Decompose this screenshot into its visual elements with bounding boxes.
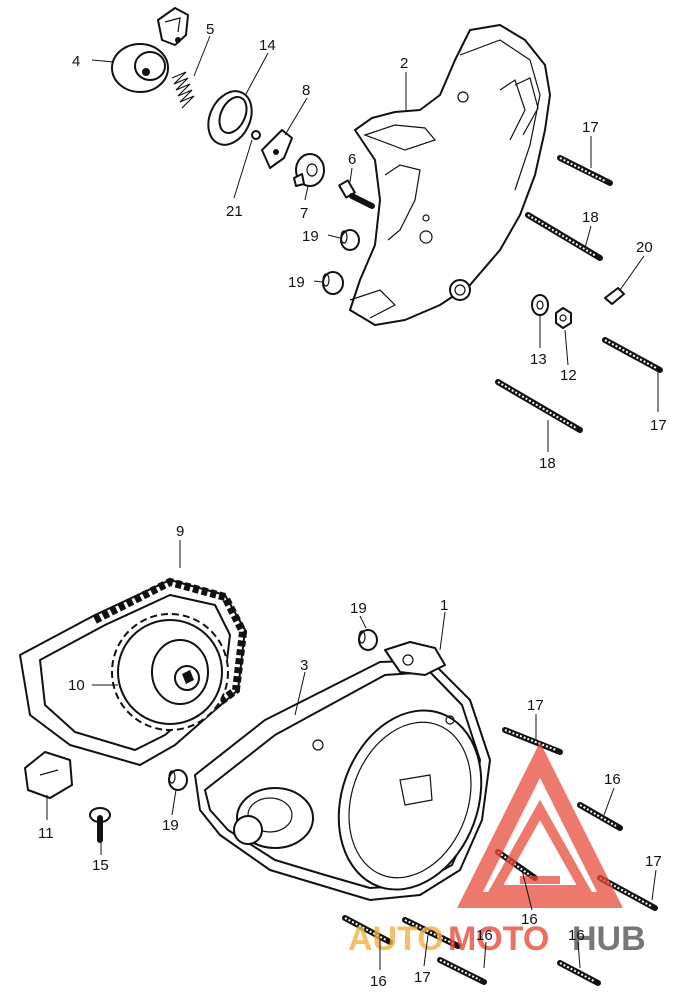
part-2-cover bbox=[349, 24, 551, 326]
label-part-16-b: 16 bbox=[521, 911, 538, 928]
part-14-seal bbox=[207, 90, 253, 146]
label-part-5: 5 bbox=[206, 21, 214, 38]
label-part-13: 13 bbox=[530, 351, 547, 368]
watermark-moto: MOTO bbox=[448, 920, 549, 958]
part-16-bolt-bottom-d bbox=[437, 957, 487, 985]
part-19-dowel-top-a bbox=[340, 229, 360, 251]
label-part-18-a: 18 bbox=[582, 209, 599, 226]
label-part-17-a: 17 bbox=[582, 119, 599, 136]
part-20-screw bbox=[604, 287, 625, 305]
label-part-12: 12 bbox=[560, 367, 577, 384]
part-17-bolt-bottom-a bbox=[502, 727, 563, 755]
part-16-bolt-bottom-a bbox=[577, 802, 623, 831]
label-part-19-b: 19 bbox=[288, 274, 305, 291]
label-part-8: 8 bbox=[302, 82, 310, 99]
part-15-bolt bbox=[89, 807, 111, 843]
part-18-bolt-top-b bbox=[495, 379, 583, 433]
part-18-bolt-top-a bbox=[525, 212, 603, 261]
leader-lines bbox=[46, 35, 659, 970]
part-6-bolt bbox=[338, 179, 375, 209]
label-part-9: 9 bbox=[176, 523, 184, 540]
label-part-17-c: 17 bbox=[527, 697, 544, 714]
part-11-bracket bbox=[24, 751, 73, 799]
label-part-16-c: 16 bbox=[370, 973, 387, 990]
label-part-17-d: 17 bbox=[645, 853, 662, 870]
watermark-hub: HUB bbox=[572, 920, 646, 958]
part-17-bolt-top-b bbox=[602, 337, 663, 373]
label-part-16-e: 16 bbox=[568, 927, 585, 944]
label-part-15: 15 bbox=[92, 857, 109, 874]
part-8-plate bbox=[261, 129, 293, 169]
part-7-collar bbox=[293, 153, 325, 187]
watermark-auto: AUTO bbox=[348, 920, 444, 958]
part-12-nut bbox=[555, 307, 572, 329]
part-10-sprocket bbox=[111, 613, 229, 731]
watermark-text: AUTO MOTO HUB bbox=[348, 920, 646, 958]
part-4-cam bbox=[111, 7, 189, 93]
label-part-16-d: 16 bbox=[476, 927, 493, 944]
part-17-bolt-bottom-c bbox=[402, 917, 461, 949]
label-part-14: 14 bbox=[259, 37, 276, 54]
label-part-16-a: 16 bbox=[604, 771, 621, 788]
part-1-cover bbox=[204, 641, 483, 891]
label-part-1: 1 bbox=[440, 597, 448, 614]
label-part-10: 10 bbox=[68, 677, 85, 694]
label-part-11: 11 bbox=[38, 825, 54, 842]
label-part-3: 3 bbox=[300, 657, 308, 674]
label-part-18-b: 18 bbox=[539, 455, 556, 472]
label-part-20: 20 bbox=[636, 239, 653, 256]
label-part-19-c: 19 bbox=[350, 600, 367, 617]
part-21-ball bbox=[251, 130, 261, 140]
part-19-dowel-top-b bbox=[322, 271, 344, 295]
label-part-2: 2 bbox=[400, 55, 408, 72]
part-16-bolt-bottom-e bbox=[557, 960, 601, 986]
part-17-bolt-top-a bbox=[557, 155, 613, 186]
part-13-washer bbox=[531, 294, 549, 316]
part-19-dowel-bottom-a bbox=[358, 629, 378, 651]
label-part-21: 21 bbox=[226, 203, 243, 220]
label-part-17-e: 17 bbox=[414, 969, 431, 986]
label-part-4: 4 bbox=[72, 53, 80, 70]
label-part-19-d: 19 bbox=[162, 817, 179, 834]
part-5-spring bbox=[171, 71, 195, 109]
label-part-17-b: 17 bbox=[650, 417, 667, 434]
label-part-19-a: 19 bbox=[302, 228, 319, 245]
watermark-logo bbox=[457, 742, 623, 908]
part-16-bolt-bottom-c bbox=[342, 915, 393, 945]
label-part-6: 6 bbox=[348, 151, 356, 168]
part-19-dowel-bottom-b bbox=[168, 769, 188, 791]
label-part-7: 7 bbox=[300, 205, 308, 222]
